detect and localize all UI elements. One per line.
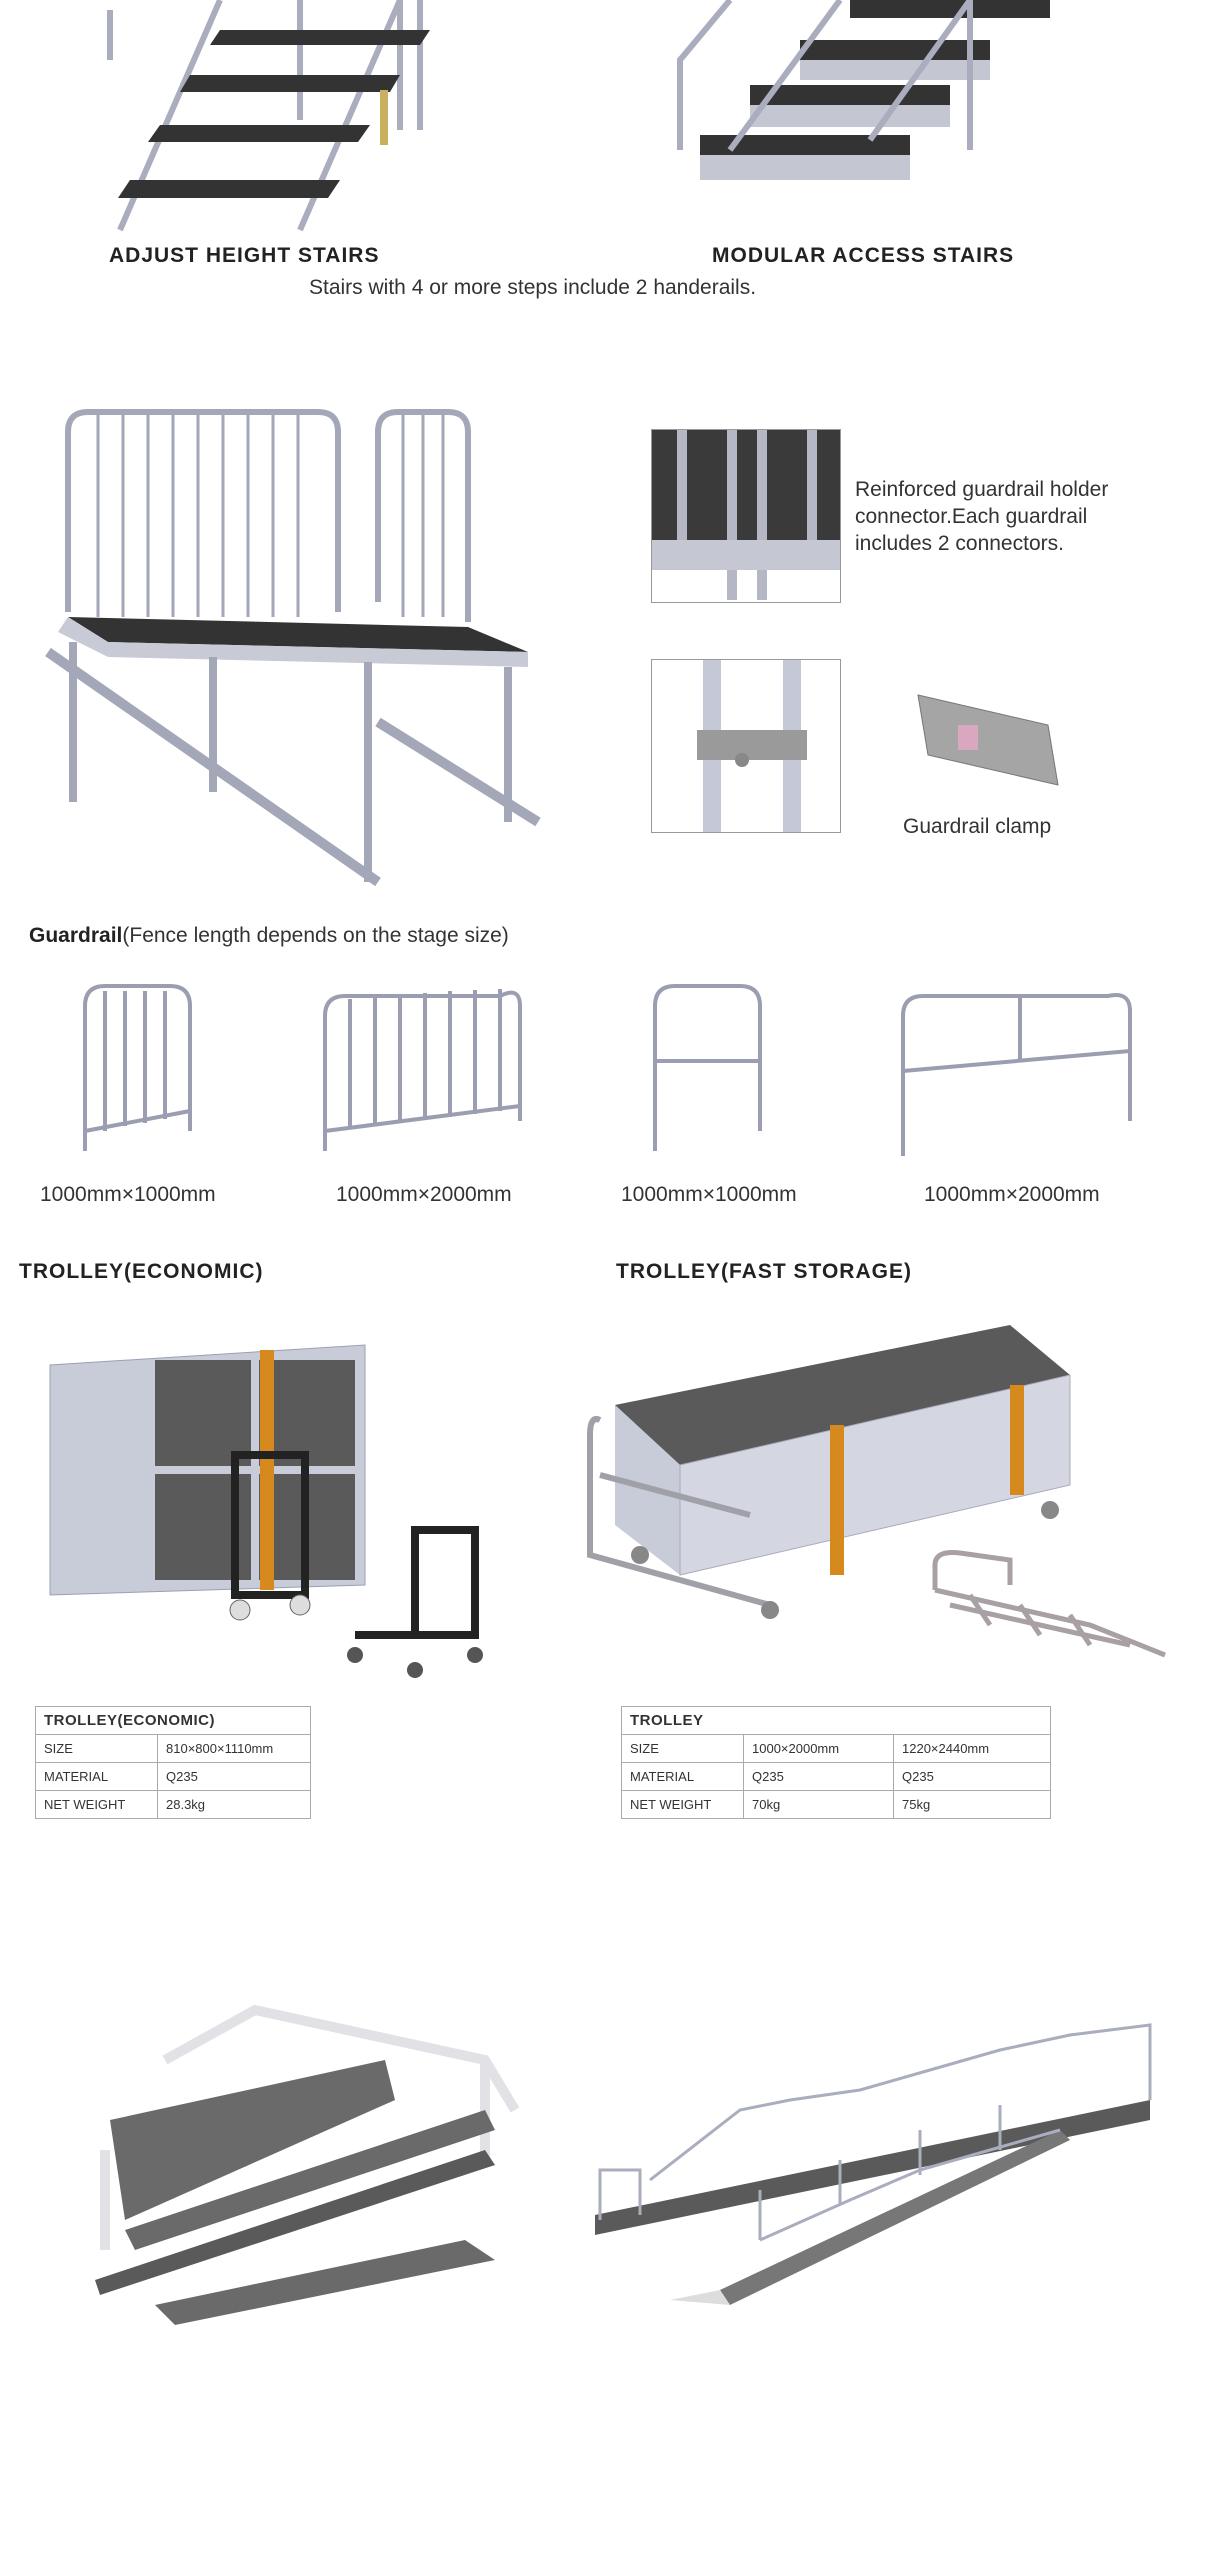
- row-label: MATERIAL: [35, 1762, 158, 1791]
- guardrail-clamp-label: Guardrail clamp: [903, 815, 1052, 838]
- row-value: 810×800×1110mm: [157, 1734, 311, 1763]
- row-label: SIZE: [621, 1734, 744, 1763]
- row-value: 75kg: [893, 1790, 1051, 1819]
- guardrail-1000x1000-open: [653, 984, 762, 1151]
- trolley-economic-title: TROLLEY(ECONOMIC): [19, 1260, 264, 1283]
- guardrail-size-2: 1000mm×2000mm: [336, 1183, 512, 1206]
- tiered-stage-image: [95, 2004, 520, 2325]
- connector-photo: [651, 429, 841, 603]
- guardrail-1000x2000-open: [901, 993, 1132, 1156]
- stairs-note: Stairs with 4 or more steps include 2 ha…: [309, 276, 757, 299]
- guardrail-1000x1000-bars: [83, 984, 192, 1151]
- row-value: 70kg: [743, 1790, 894, 1819]
- clamp-photo: [651, 659, 841, 833]
- row-value: Q235: [893, 1762, 1051, 1791]
- row-value: 1000×2000mm: [743, 1734, 894, 1763]
- guardrail-size-3: 1000mm×1000mm: [621, 1183, 797, 1206]
- trolley-economic-image: [49, 1344, 483, 1678]
- row-value: Q235: [157, 1762, 311, 1791]
- row-value: 1220×2440mm: [893, 1734, 1051, 1763]
- table-title: TROLLEY(ECONOMIC): [35, 1706, 311, 1735]
- table-title: TROLLEY: [621, 1706, 1051, 1735]
- row-value: Q235: [743, 1762, 894, 1791]
- guardrail-ramp-stage-image: [595, 2023, 1152, 2305]
- guardrail-1000x2000-bars: [323, 989, 522, 1151]
- stage-guardrail-image: [45, 409, 541, 887]
- row-label: NET WEIGHT: [621, 1790, 744, 1819]
- row-value: 28.3kg: [157, 1790, 311, 1819]
- guardrail-size-1: 1000mm×1000mm: [40, 1183, 216, 1206]
- row-label: SIZE: [35, 1734, 158, 1763]
- guardrail-size-4: 1000mm×2000mm: [924, 1183, 1100, 1206]
- row-label: MATERIAL: [621, 1762, 744, 1791]
- guardrail-title: Guardrail: [29, 924, 123, 947]
- connector-description: Reinforced guardrail holder connector.Ea…: [855, 478, 1109, 555]
- adjust-height-stairs-image: [107, 0, 430, 232]
- adjust-height-stairs-title: ADJUST HEIGHT STAIRS: [109, 244, 380, 267]
- row-label: NET WEIGHT: [35, 1790, 158, 1819]
- guardrail-heading: Guardrail(Fence length depends on the st…: [29, 924, 509, 948]
- modular-access-stairs-title: MODULAR ACCESS STAIRS: [712, 244, 1015, 267]
- modular-access-stairs-image: [677, 0, 1050, 180]
- trolley-fast-storage-title: TROLLEY(FAST STORAGE): [616, 1260, 912, 1283]
- guardrail-subtitle: (Fence length depends on the stage size): [122, 924, 509, 947]
- guardrail-clamp-image: [917, 694, 1059, 786]
- trolley-fast-storage-image: [587, 1325, 1166, 1658]
